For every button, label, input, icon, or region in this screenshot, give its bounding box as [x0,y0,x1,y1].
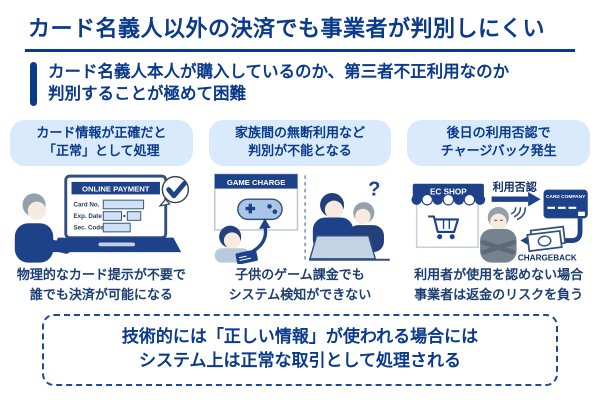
card-no-label: Card No. [73,202,99,209]
pill-header-family-use: 家族間の無断利用など 判別が不能となる [208,119,392,167]
lead-text: カード名義人本人が購入しているのか、第三者不正利用なのか 判別することが極めて困… [48,62,509,106]
game-controller-icon [236,198,283,221]
illustration-online-payment: ONLINE PAYMENT Card No. Exp. Date Sec. C… [10,169,193,264]
lead-line2: 判別することが極めて困難 [48,84,246,103]
pill3-line1: 後日の利用否認で [446,124,551,140]
credit-card-icon [235,249,258,265]
shopping-cart-icon [428,215,460,240]
pill3-line2: チャージバック発生 [440,143,557,159]
caption-family-use: 子供のゲーム課金でも システム検知ができない [209,265,392,304]
game-charge-label: GAME CHARGE [227,178,286,187]
exp-date-label: Exp. Date [73,213,102,220]
caption1-line2: 誰でも決済が可能になる [29,286,173,302]
caption1-line1: 物理的なカード提示が不要で [16,267,186,283]
laptop-icon: ONLINE PAYMENT Card No. Exp. Date Sec. C… [50,174,182,253]
pill-header-chargeback: 後日の利用否認で チャージバック発生 [407,119,590,167]
chargeback-arrow [532,218,583,244]
puzzled-parents: ? [308,179,390,261]
game-charge-panel: GAME CHARGE [213,173,298,231]
ec-shop-icon: EC SHOP [411,184,486,249]
child-with-card [214,225,258,265]
pill-header-online-payment: カード情報が正確だと 「正常」として処理 [10,119,193,167]
caption-online-payment: 物理的なカード提示が不要で 誰でも決済が可能になる [10,265,193,304]
illustration-family-use: GAME CHARGE [209,169,392,265]
conclusion-line1: 技術的には「正しい情報」が使われる場合には [121,327,479,347]
ec-shop-label: EC SHOP [430,188,467,197]
chargeback-label: CHARGEBACK [518,254,577,263]
caption2-line1: 子供のゲーム課金でも [235,267,365,283]
lead-block: カード名義人本人が購入しているのか、第三者不正利用なのか 判別することが極めて困… [30,62,600,106]
denial-label: 利用否認 [493,180,537,194]
caption2-line2: システム検知ができない [228,286,372,302]
charge-arrow [251,225,267,253]
chargeback-scene: EC SHOP [411,180,589,263]
conclusion-line2: システム上は正常な取引として処理される [139,351,461,371]
sec-code-label: Sec. Code [73,225,104,232]
question-mark: ? [368,179,380,201]
money-icon [526,225,567,253]
conclusion-box: 技術的には「正しい情報」が使われる場合には システム上は正常な取引として処理され… [42,314,558,387]
pill2-line1: 家族間の無断利用など [234,124,365,140]
person-at-laptop [14,193,84,263]
pill1-line2: 「正常」として処理 [43,143,160,159]
pill1-line1: カード情報が正確だと [36,124,167,140]
caption3-line1: 利用者が使用を認めない場合 [414,267,584,283]
column-chargeback: 後日の利用否認で チャージバック発生 EC SHOP [407,119,590,305]
parents-laptop-icon [308,235,376,260]
troubled-user [480,207,527,263]
caption3-line2: 事業者は返金のリスクを負う [414,286,584,302]
card-company-icon: CARD COMPANY [543,189,589,219]
title-underline [25,49,575,52]
lead-line1: カード名義人本人が購入しているのか、第三者不正利用なのか [48,63,510,81]
awning [411,194,486,206]
column-online-payment: カード情報が正確だと 「正常」として処理 [10,119,193,305]
card-company-label: CARD COMPANY [546,194,586,200]
page-title: カード名義人以外の決済でも事業者が判別しにくい [28,16,546,41]
illustration-chargeback: EC SHOP [407,169,590,264]
online-payment-label: ONLINE PAYMENT [82,185,150,194]
three-column-area: カード情報が正確だと 「正常」として処理 [10,119,590,305]
column-family-use: 家族間の無断利用など 判別が不能となる GAME CHARGE [208,119,392,305]
pill2-line2: 判別が不能となる [248,143,352,159]
check-bubble-icon [158,176,190,208]
family-use-scene: GAME CHARGE [213,173,390,265]
caption-chargeback: 利用者が使用を認めない場合 事業者は返金のリスクを負う [407,265,590,304]
online-payment-scene: ONLINE PAYMENT Card No. Exp. Date Sec. C… [14,174,190,263]
lead-accent-bar [30,62,37,106]
signal-mark-icon [511,207,527,221]
